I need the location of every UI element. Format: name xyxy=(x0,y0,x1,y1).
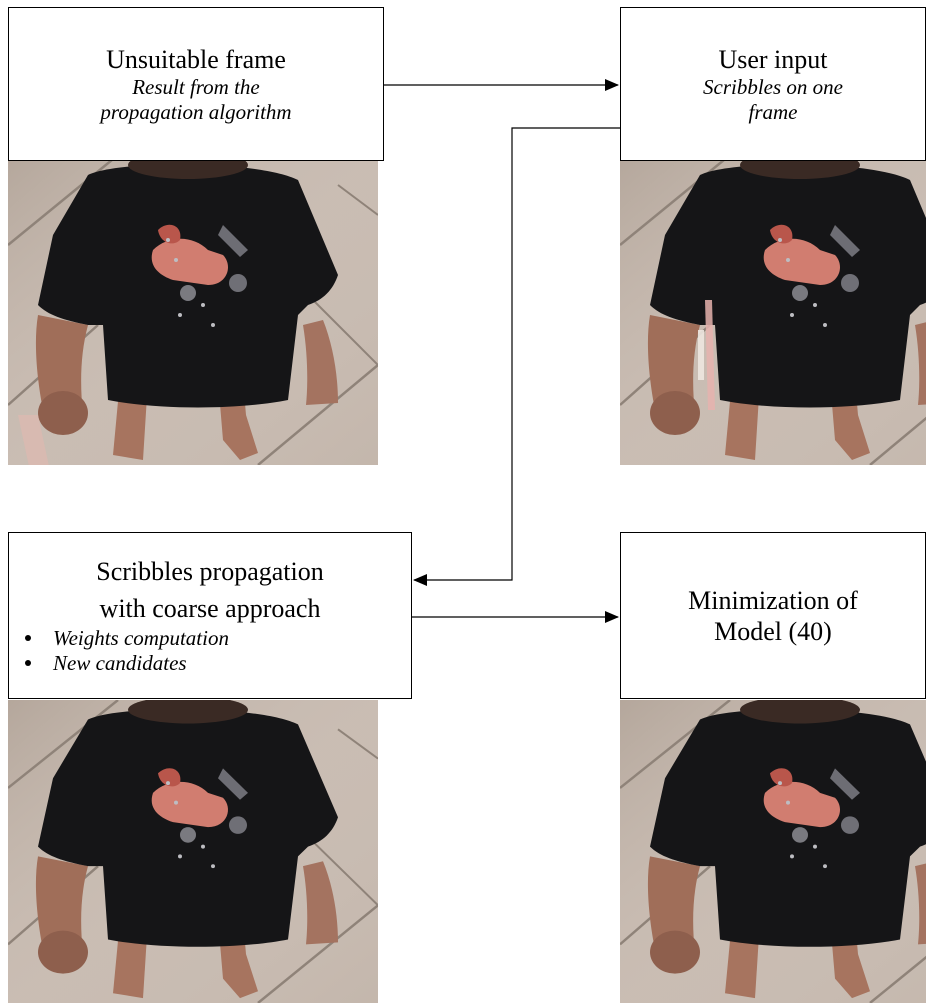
unsuitable-frame-title: Unsuitable frame xyxy=(106,44,286,74)
minimization-title-2: Model (40) xyxy=(714,616,832,646)
user-input-box: User input Scribbles on one frame xyxy=(620,7,926,161)
unsuitable-frame-photo xyxy=(8,155,378,465)
bullet-dot-icon xyxy=(25,660,31,666)
minimization-photo xyxy=(620,700,926,1003)
propagation-bullet: New candidates xyxy=(25,651,229,676)
propagation-box: Scribbles propagation with coarse approa… xyxy=(8,532,412,699)
propagation-title-1: Scribbles propagation xyxy=(96,556,324,586)
unsuitable-frame-subtitle-2: propagation algorithm xyxy=(100,99,292,124)
unsuitable-frame-box: Unsuitable frame Result from the propaga… xyxy=(8,7,384,161)
minimization-box: Minimization of Model (40) xyxy=(620,532,926,699)
propagation-bullet-list: Weights computation New candidates xyxy=(9,626,229,676)
user-input-photo xyxy=(620,155,926,465)
unsuitable-frame-subtitle-1: Result from the xyxy=(132,74,260,99)
user-input-title: User input xyxy=(718,44,828,74)
user-input-subtitle-1: Scribbles on one xyxy=(703,74,843,99)
propagation-title-2: with coarse approach xyxy=(99,593,321,623)
propagation-bullet-text: Weights computation xyxy=(53,625,229,650)
propagation-bullet-text: New candidates xyxy=(53,650,187,675)
user-input-subtitle-2: frame xyxy=(748,99,798,124)
propagation-photo xyxy=(8,700,378,1003)
arrow-input-to-propagation xyxy=(413,127,620,586)
minimization-title-1: Minimization of xyxy=(688,585,858,615)
propagation-bullet: Weights computation xyxy=(25,626,229,651)
bullet-dot-icon xyxy=(25,635,31,641)
